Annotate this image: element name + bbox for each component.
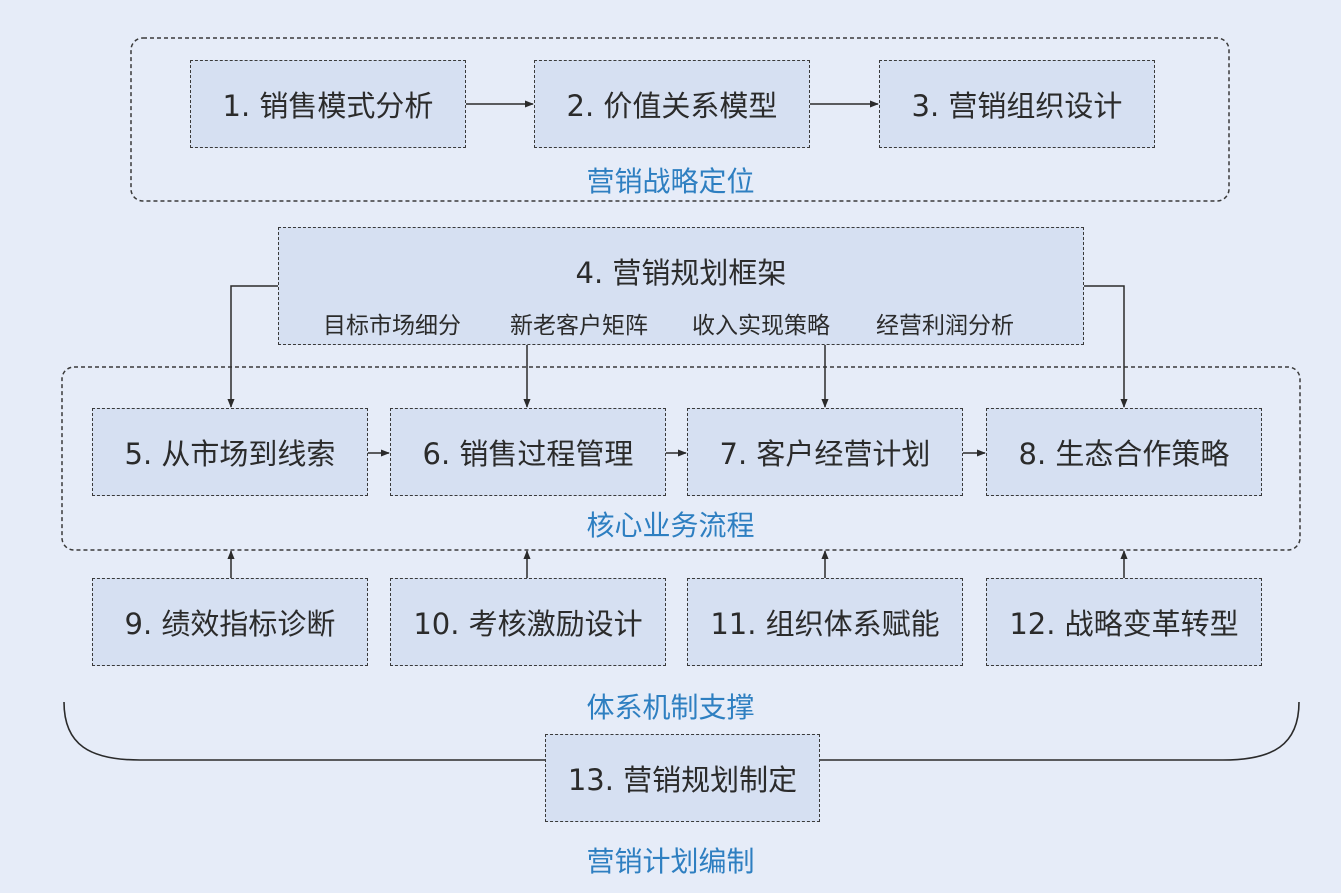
- box-value-relationship-model: 2. 价值关系模型: [534, 60, 810, 148]
- box-marketing-planning-framework: 4. 营销规划框架 目标市场细分 新老客户矩阵 收入实现策略 经营利润分析: [278, 227, 1084, 345]
- box-org-empowerment: 11. 组织体系赋能: [687, 578, 963, 666]
- box-incentive-design: 10. 考核激励设计: [390, 578, 666, 666]
- caption-marketing-plan-compilation: 营销计划编制: [586, 845, 755, 878]
- box-sales-model-analysis: 1. 销售模式分析: [190, 60, 466, 148]
- framework-item-profit-analysis: 经营利润分析: [876, 313, 1014, 339]
- arrow-4-to-5: [227, 285, 278, 408]
- framework-item-customer-matrix: 新老客户矩阵: [510, 313, 648, 339]
- box-customer-operation-plan: 7. 客户经营计划: [687, 408, 963, 496]
- box-marketing-plan-formulation: 13. 营销规划制定: [545, 734, 820, 822]
- framework-item-target-market: 目标市场细分: [323, 313, 461, 339]
- box-market-to-leads: 5. 从市场到线索: [92, 408, 368, 496]
- framework-title: 4. 营销规划框架: [575, 256, 787, 290]
- arrow-4-to-8: [1084, 285, 1128, 408]
- framework-item-revenue-strategy: 收入实现策略: [692, 313, 830, 339]
- core-group-frame: [61, 366, 1301, 551]
- caption-strategy-positioning: 营销战略定位: [586, 165, 755, 198]
- box-ecosystem-cooperation: 8. 生态合作策略: [986, 408, 1262, 496]
- caption-core-business-process: 核心业务流程: [586, 509, 755, 542]
- caption-system-mechanism-support: 体系机制支撑: [586, 691, 755, 724]
- box-marketing-org-design: 3. 营销组织设计: [879, 60, 1155, 148]
- support-brace: [63, 701, 546, 761]
- box-strategic-transformation: 12. 战略变革转型: [986, 578, 1262, 666]
- strategy-group-frame: [130, 37, 1230, 202]
- box-performance-diagnosis: 9. 绩效指标诊断: [92, 578, 368, 666]
- box-sales-process-management: 6. 销售过程管理: [390, 408, 666, 496]
- support-brace-right: [819, 701, 1300, 761]
